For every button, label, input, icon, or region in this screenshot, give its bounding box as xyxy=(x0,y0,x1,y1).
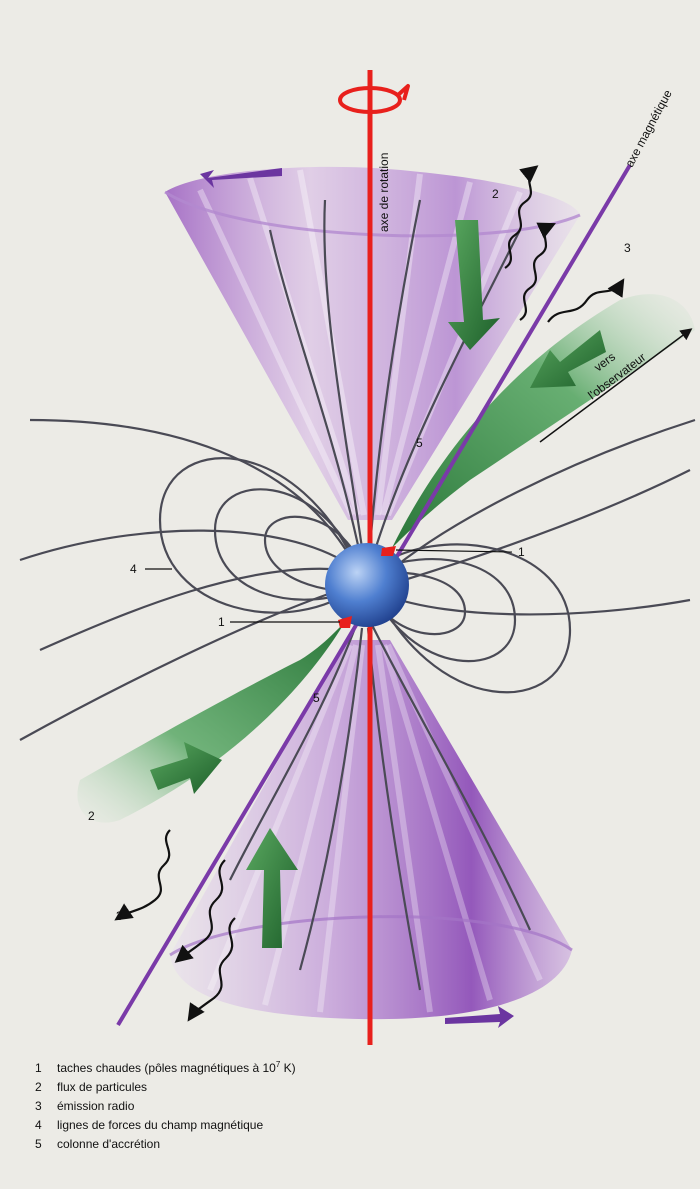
legend-item: 5 colonne d'accrétion xyxy=(35,1137,160,1151)
legend-item: 1 taches chaudes (pôles magnétiques à 10… xyxy=(35,1060,296,1075)
callout-4: 4 xyxy=(130,562,137,576)
callout-5-top: 5 xyxy=(416,436,423,450)
legend-item: 3 émission radio xyxy=(35,1099,135,1113)
callout-5-bottom: 5 xyxy=(313,691,320,705)
callout-1-bottom: 1 xyxy=(218,615,225,629)
callout-2-bottom: 2 xyxy=(88,809,95,823)
legend: 1 taches chaudes (pôles magnétiques à 10… xyxy=(35,1060,296,1151)
legend-item: 4 lignes de forces du champ magnétique xyxy=(35,1118,263,1132)
callout-3-top: 3 xyxy=(624,241,631,255)
rotation-axis-label: axe de rotation xyxy=(377,153,391,232)
callout-2-top: 2 xyxy=(492,187,499,201)
callout-3-bottom: 3 xyxy=(116,909,123,923)
neutron-star xyxy=(325,543,409,627)
rotation-arrow-icon xyxy=(340,86,408,112)
magnetic-axis-label: axe magnétique xyxy=(622,87,675,169)
callout-1-top: 1 xyxy=(518,545,525,559)
legend-item: 2 flux de particules xyxy=(35,1080,147,1094)
